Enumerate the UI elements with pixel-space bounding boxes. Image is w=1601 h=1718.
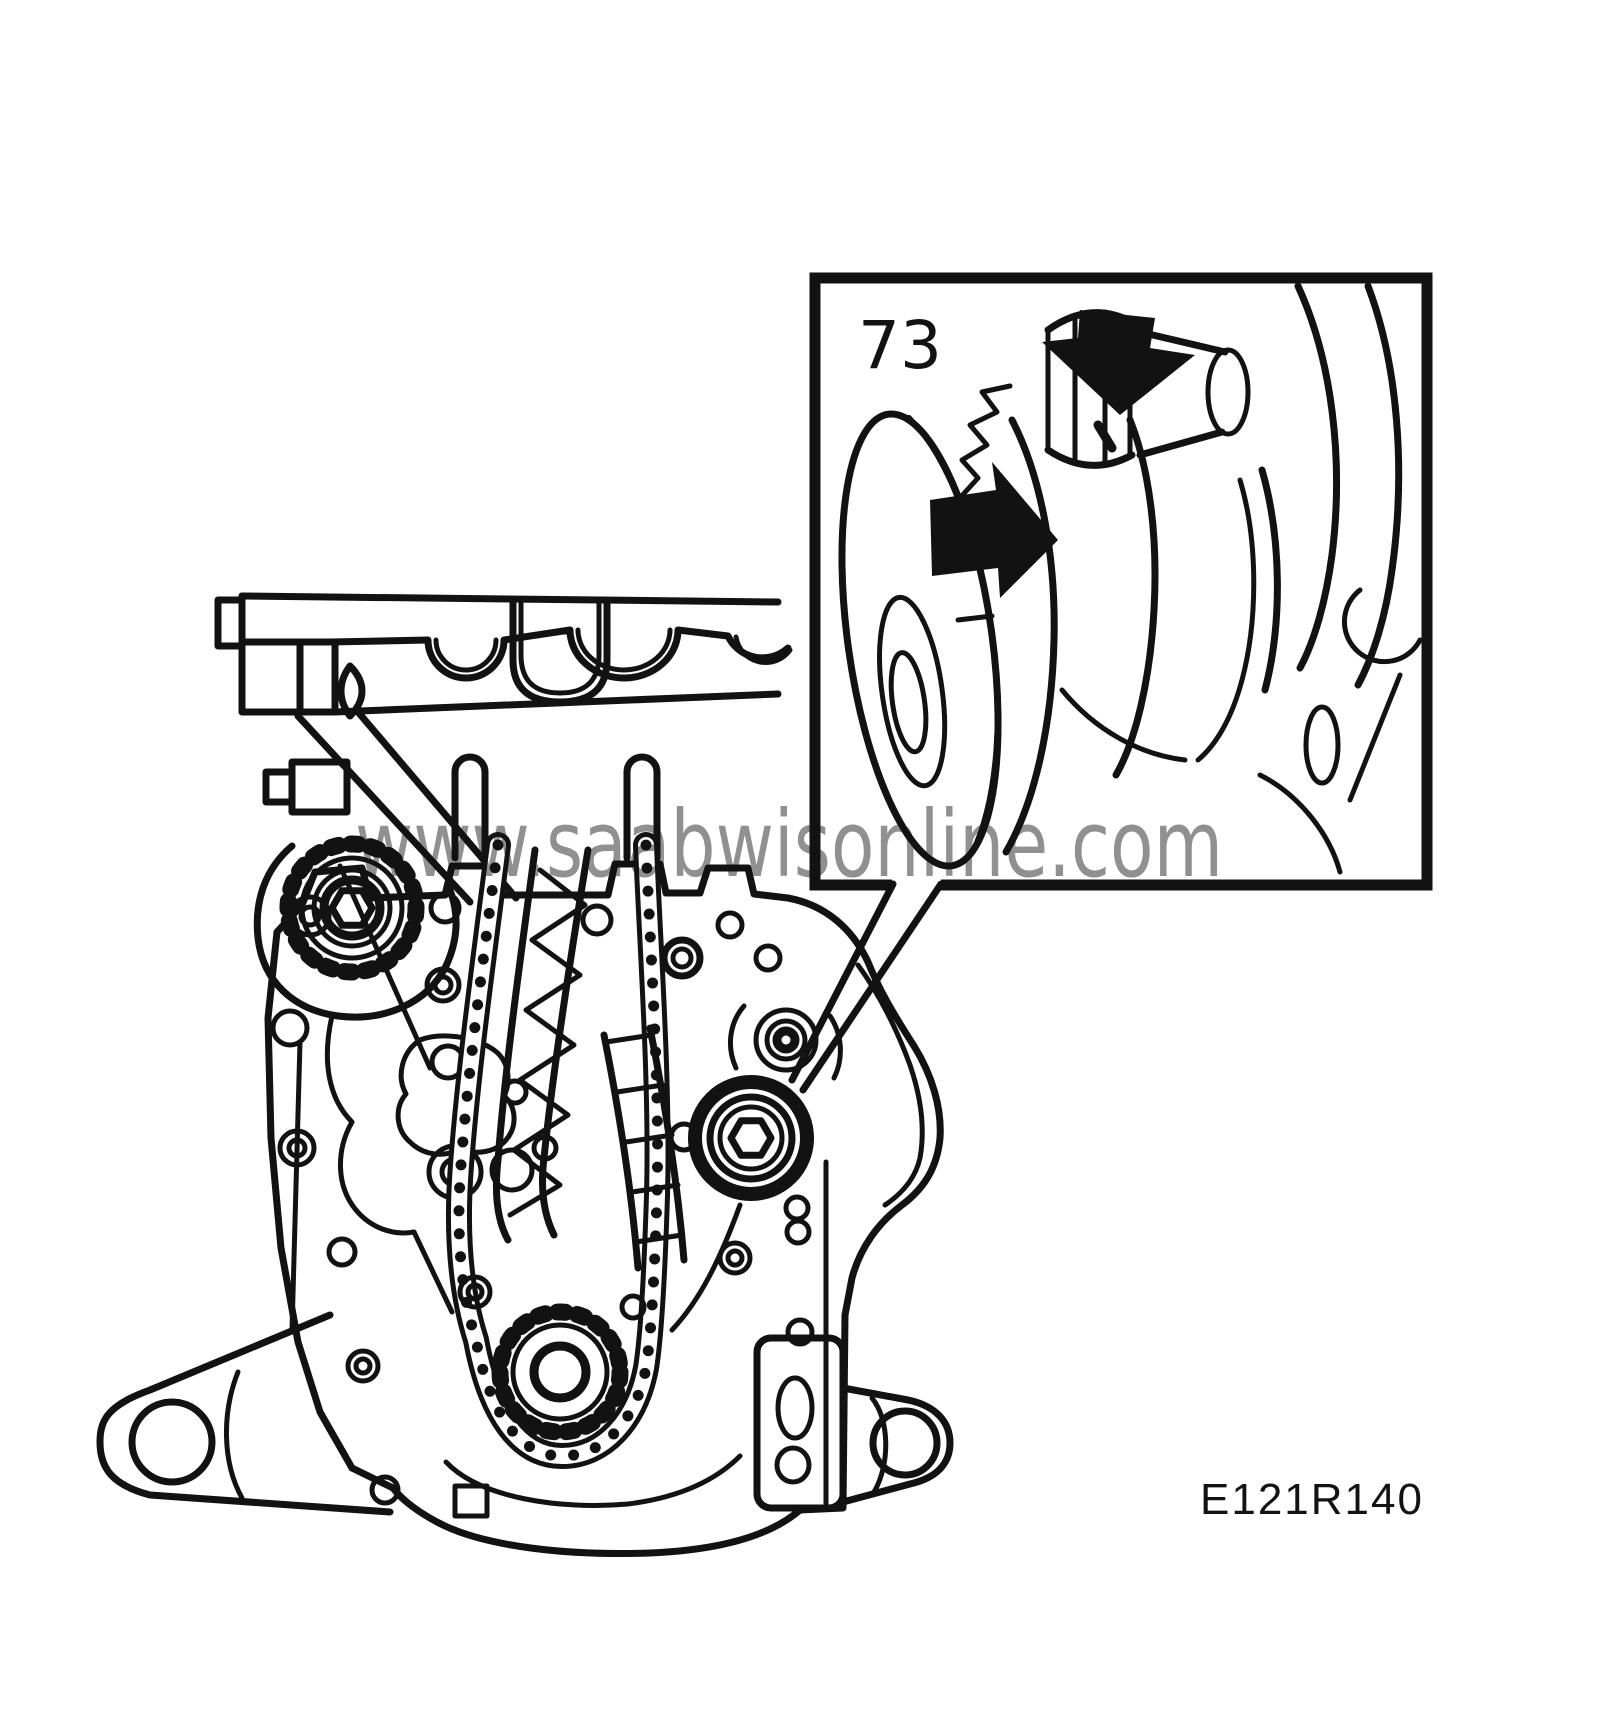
- sprocket-teeth: [279, 835, 425, 981]
- inset-number-label: 73: [858, 307, 942, 384]
- counterweight: [1059, 416, 1281, 779]
- inset-frame: [809, 272, 1433, 891]
- pump-housing-castings: [324, 1013, 559, 1315]
- watermark-text: www.saabwisonline.com: [355, 791, 1223, 898]
- sprocket-teeth: [491, 1303, 629, 1441]
- right-arrow-icon: [930, 462, 1058, 598]
- highlighted-bolt: [668, 1075, 814, 1276]
- block-bore-arcs: [1257, 282, 1423, 875]
- pulley-disc: [838, 410, 1002, 870]
- mount-ear-right: [839, 1384, 954, 1506]
- detail-inset: 73: [788, 272, 1433, 1094]
- tensioner-rail: [580, 903, 704, 1272]
- down-arrow-icon: [1042, 310, 1195, 415]
- chain-guide-rail: [493, 846, 592, 1244]
- engine-block-bottom: [214, 592, 793, 906]
- figure-code-label: E121R140: [1200, 1475, 1424, 1524]
- cover-bolt-holes: [270, 891, 815, 1506]
- timing-chain: [445, 832, 671, 1469]
- casting-leaf-detail: [337, 662, 366, 720]
- mount-ear-left: [96, 1311, 394, 1516]
- upper-boss: [715, 910, 843, 1081]
- callout-lines: [788, 880, 945, 1094]
- cylinder-block-studs: [451, 753, 661, 862]
- end-plate: [753, 1334, 847, 1512]
- side-bolt: [262, 758, 351, 816]
- crankshaft-sprocket: [491, 1303, 629, 1441]
- frame-gap: [892, 877, 941, 894]
- bracket-strut: [294, 712, 474, 906]
- timing-cover: [264, 860, 944, 1558]
- hex-socket: [727, 1117, 775, 1159]
- oil-pump-sprocket: [253, 835, 462, 1021]
- inset-drawing: [838, 282, 1423, 875]
- sprocket-flange: [1002, 416, 1058, 856]
- crank-journal: [1136, 328, 1251, 459]
- alignment-mark: [1093, 420, 1117, 453]
- hex-bolt-head: [328, 887, 376, 929]
- engine-line-art: [96, 592, 954, 1558]
